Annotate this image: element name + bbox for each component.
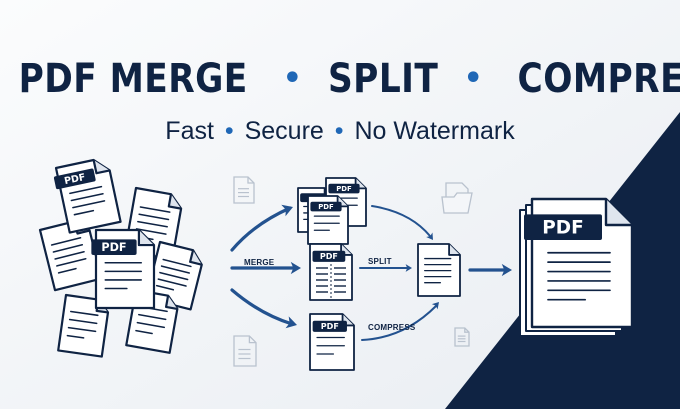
arrow-to-compress — [230, 288, 297, 329]
pdf-document: PDF — [309, 313, 355, 371]
tagline-fast: Fast — [165, 117, 214, 145]
tagline-secure: Secure — [244, 117, 324, 145]
pdf-badge-text: PDF — [318, 203, 334, 211]
arrow-compress-to-doc — [361, 302, 439, 341]
tagline: Fast • Secure • No Watermark — [0, 117, 680, 146]
pdf-document: PDF — [53, 158, 122, 234]
headline-merge: PDF MERGE — [18, 56, 248, 102]
headline: PDF MERGE • SPLIT • COMPRESS — [0, 56, 680, 102]
folder-icon — [441, 182, 473, 214]
compress-label: COMPRESS — [368, 323, 416, 332]
pdf-document — [417, 243, 461, 297]
headline-split: SPLIT — [327, 56, 439, 102]
document-icon — [233, 335, 257, 367]
pdf-badge-text: PDF — [63, 172, 86, 187]
pdf-document-output: PDF — [524, 197, 634, 329]
arrow-to-output — [468, 263, 512, 277]
arrow-split-to-doc — [359, 264, 412, 272]
tagline-no-watermark: No Watermark — [354, 117, 515, 145]
pdf-badge — [312, 320, 347, 332]
merge-label: MERGE — [244, 258, 275, 267]
pdf-badge — [53, 168, 96, 190]
pdf-badge — [312, 250, 346, 262]
arrow-merge-to-split — [371, 205, 433, 240]
pdf-badge-text: PDF — [336, 185, 352, 193]
pdf-badge — [524, 214, 602, 240]
arrow-to-split — [230, 261, 301, 275]
pdf-badge-text: PDF — [101, 241, 126, 254]
pdf-badge-text: PDF — [542, 217, 583, 238]
arrow-to-merge — [230, 204, 293, 252]
headline-compress: COMPRESS — [517, 56, 680, 102]
headline-separator: • — [463, 61, 484, 96]
headline-separator: • — [282, 61, 303, 96]
pdf-badge-text: PDF — [321, 322, 339, 331]
pdf-document: PDF — [309, 243, 353, 301]
pdf-badge — [328, 183, 360, 194]
pdf-badge — [91, 239, 137, 255]
tagline-separator: • — [334, 117, 344, 145]
document-icon — [233, 176, 255, 204]
pdf-badge-text: PDF — [320, 252, 338, 261]
document-icon — [454, 327, 470, 347]
pdf-document — [144, 240, 203, 311]
pdf-document: PDF — [91, 228, 156, 310]
pdf-document: PDF — [307, 195, 349, 245]
tagline-separator: • — [224, 117, 234, 145]
split-label: SPLIT — [368, 257, 392, 266]
pdf-badge — [310, 201, 342, 212]
